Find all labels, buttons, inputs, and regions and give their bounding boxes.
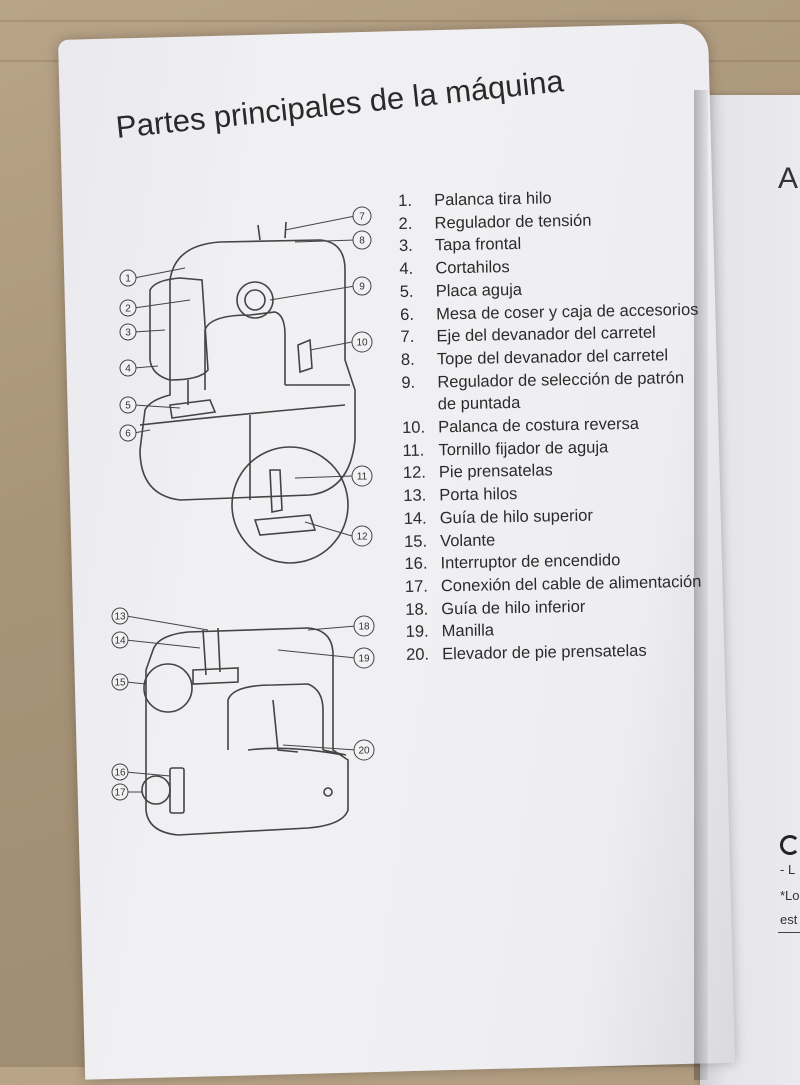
svg-text:11: 11 [357,472,368,483]
svg-text:17: 17 [114,788,126,799]
svg-text:18: 18 [358,622,370,633]
callout-5: 5 [119,396,137,414]
svg-text:6: 6 [125,429,131,440]
svg-text:8: 8 [359,236,365,247]
callout-16: 16 [111,763,129,781]
right-page-line: - L [780,862,796,877]
parts-list: 1.Palanca tira hilo 2.Regulador de tensi… [398,185,706,667]
callout-19: 19 [353,647,375,669]
svg-text:4: 4 [125,364,131,375]
book-gutter [694,90,708,1080]
callout-1: 1 [119,269,137,287]
callout-18: 18 [353,615,375,637]
callout-10: 10 [351,331,373,353]
right-page-line: est [780,912,798,927]
callout-8: 8 [352,230,372,250]
callout-7: 7 [352,206,372,226]
svg-text:9: 9 [359,282,365,293]
svg-text:19: 19 [358,654,370,665]
svg-text:15: 15 [114,678,126,689]
svg-text:20: 20 [358,746,370,757]
callout-14: 14 [111,631,129,649]
svg-text:2: 2 [125,304,131,315]
callout-9: 9 [352,276,372,296]
right-page-rule [778,932,800,933]
callout-13: 13 [111,607,129,625]
list-item: 9.Regulador de selección de patrón de pu… [401,368,685,414]
right-page-line: *Lo [780,888,800,903]
machine-back-diagram: 13 14 15 16 17 18 19 20 [111,607,375,836]
svg-text:7: 7 [359,212,365,223]
svg-text:13: 13 [114,612,126,623]
callout-12: 12 [351,525,373,547]
svg-text:1: 1 [125,274,131,285]
info-icon [780,835,800,855]
wood-grain [0,20,800,22]
right-page-heading: A [778,162,799,195]
svg-text:16: 16 [114,768,126,779]
callout-3: 3 [119,323,137,341]
machine-front-diagram: 1 2 3 4 5 6 7 8 9 10 11 12 [119,206,373,564]
svg-text:12: 12 [356,532,368,543]
callout-20: 20 [353,739,375,761]
callout-17: 17 [111,783,129,801]
callout-11: 11 [351,465,373,487]
svg-text:10: 10 [356,338,368,349]
callout-4: 4 [119,359,137,377]
svg-text:5: 5 [125,401,131,412]
svg-text:14: 14 [114,636,126,647]
callout-15: 15 [111,673,129,691]
callout-2: 2 [119,299,137,317]
svg-text:3: 3 [125,328,131,339]
callout-6: 6 [119,424,137,442]
